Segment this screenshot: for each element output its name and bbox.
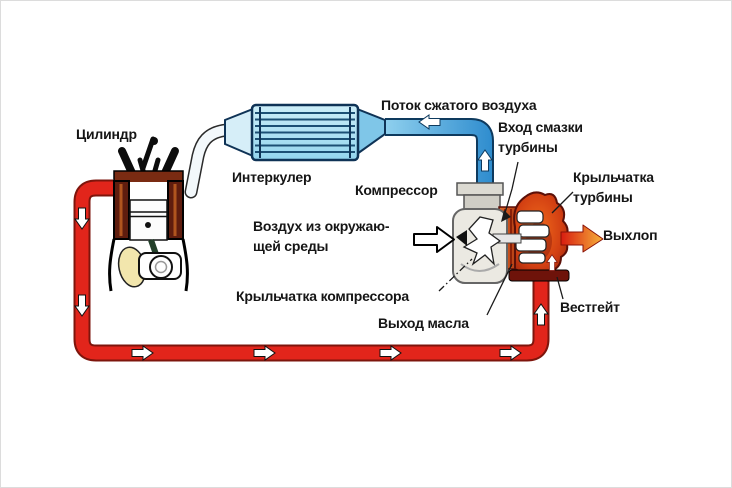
- valve-gear: [118, 136, 179, 177]
- leader-lines: [438, 161, 574, 316]
- compressor-flange: [456, 182, 504, 196]
- label-turbine-oil-inlet: Вход смазки турбины: [498, 119, 583, 155]
- label-compressed-air-flow: Поток сжатого воздуха: [381, 97, 537, 113]
- leader-turbine-impeller: [551, 191, 574, 214]
- compressor-wheel: [456, 216, 502, 266]
- label-compressor-impeller: Крыльчатка компрессора: [236, 288, 409, 304]
- crankcase: [108, 238, 189, 292]
- exhaust-out-arrow: [560, 224, 604, 253]
- label-oil-outlet: Выход масла: [378, 315, 469, 331]
- ambient-air-arrow: [413, 226, 455, 253]
- label-intercooler: Интеркулер: [232, 169, 312, 185]
- label-cylinder: Цилиндр: [76, 126, 137, 142]
- boost-pipe: [385, 114, 494, 185]
- turbine-wheel: [515, 210, 550, 264]
- label-ambient-air: Воздух из окружаю- щей среды: [253, 218, 390, 254]
- engine-cylinder: [108, 136, 189, 292]
- intercooler-fins: [255, 112, 355, 153]
- label-turbine-impeller: Крыльчатка турбины: [573, 169, 654, 205]
- label-exhaust: Выхлоп: [603, 227, 658, 243]
- exhaust-pipe: [73, 179, 550, 362]
- leader-wastegate: [556, 276, 564, 300]
- leader-oil-inlet: [504, 161, 519, 214]
- turbine-flange: [508, 269, 570, 282]
- piston: [129, 199, 168, 241]
- leader-oil-inlet-arrowhead: [501, 210, 511, 222]
- label-wastegate: Вестгейт: [560, 299, 620, 315]
- turbocharger: [452, 182, 570, 284]
- leader-oil-outlet: [486, 263, 513, 316]
- label-compressor: Компрессор: [355, 182, 438, 198]
- intercooler: [224, 103, 386, 162]
- compressor-nose-cone: [456, 230, 467, 246]
- charge-air-pipe: [184, 123, 234, 199]
- cylinder-walls: [113, 180, 184, 240]
